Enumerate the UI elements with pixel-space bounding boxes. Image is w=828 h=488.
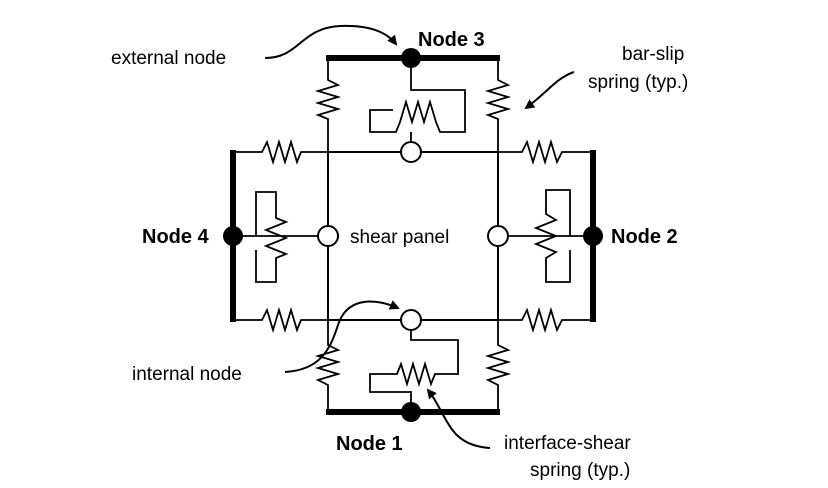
node-4-label: Node 4: [142, 226, 210, 248]
bar-slip-spring-left-bottom: [233, 306, 328, 334]
node-2-label: Node 2: [611, 226, 678, 248]
node-1-label: Node 1: [336, 433, 403, 455]
bar-slip-spring-top-left: [314, 58, 342, 152]
internal-node-label: internal node: [132, 364, 242, 385]
interface-shear-spring-top: [369, 58, 466, 133]
interface-shear-spring-left: [233, 191, 289, 283]
external-node-label: external node: [111, 48, 226, 69]
internal-node-top: [400, 141, 422, 163]
internal-node-right: [487, 225, 509, 247]
bar-slip-spring-bottom-right: [484, 320, 512, 412]
bar-slip-label-line1: bar-slip: [622, 44, 684, 65]
shear-panel-label: shear panel: [350, 227, 449, 248]
node-3-label: Node 3: [418, 29, 485, 51]
bar-slip-spring-bottom-left: [314, 320, 342, 412]
interface-shear-spring-bottom: [369, 320, 459, 412]
external-node-arrow: [264, 24, 398, 59]
external-node-4: [223, 226, 243, 246]
interface-shear-label-line2: spring (typ.): [530, 460, 630, 481]
bar-slip-spring-left-top: [233, 138, 328, 166]
bar-slip-spring-right-top: [498, 138, 593, 166]
external-node-1: [401, 402, 421, 422]
internal-node-arrow: [284, 300, 400, 373]
bar-slip-label-line2: spring (typ.): [588, 72, 688, 93]
internal-node-bottom: [400, 309, 422, 331]
interface-shear-spring-right: [533, 189, 593, 283]
bar-slip-spring-right-bottom: [498, 306, 593, 334]
internal-node-left: [317, 225, 339, 247]
bar-slip-arrow: [524, 71, 575, 110]
external-node-3: [401, 48, 421, 68]
bar-slip-spring-top-right: [484, 58, 512, 152]
interface-shear-label-line1: interface-shear: [504, 433, 631, 454]
interface-shear-arrow: [426, 388, 491, 449]
external-node-2: [583, 226, 603, 246]
